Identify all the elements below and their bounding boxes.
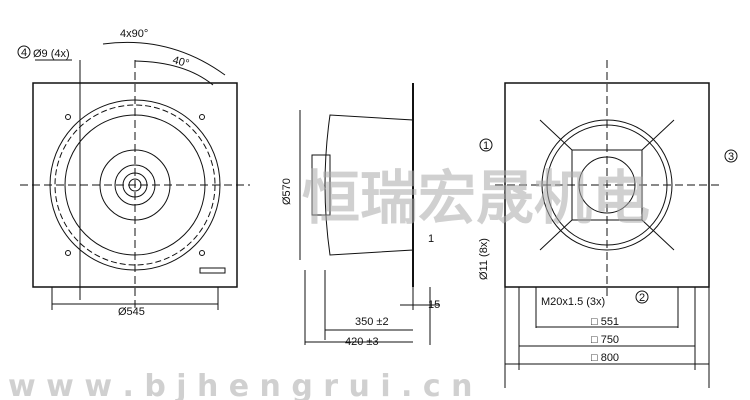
flange-15: 15 [428,299,440,311]
watermark-url: w w w . b j h e n g r u i . c n [8,369,472,400]
gap-1: 1 [428,233,434,245]
callout-2: 2 [639,292,645,304]
diameter-570: Ø570 [281,178,293,205]
side-view [299,83,440,345]
rear-view [479,60,738,388]
depth-350: 350 ±2 [355,316,389,328]
thread-label: M20x1.5 (3x) [541,296,605,308]
angle-total: 4x90° [120,28,148,40]
dim-750: □ 750 [591,334,619,346]
callout-1: 1 [483,140,489,152]
dim-800: □ 800 [591,352,619,364]
depth-420: 420 ±3 [345,336,379,348]
angle-offset: 40° [171,54,190,70]
callout-3: 3 [728,151,734,163]
watermark-chinese: 恒瑞宏晟机电 [302,164,650,232]
hole-label: Ø9 (4x) [33,48,70,60]
front-view [17,41,250,310]
diameter-545: Ø545 [118,306,145,318]
hole-label-11: Ø11 (8x) [478,238,490,280]
dim-551: □ 551 [591,316,619,328]
hole-callout-4: 4 [21,47,27,59]
